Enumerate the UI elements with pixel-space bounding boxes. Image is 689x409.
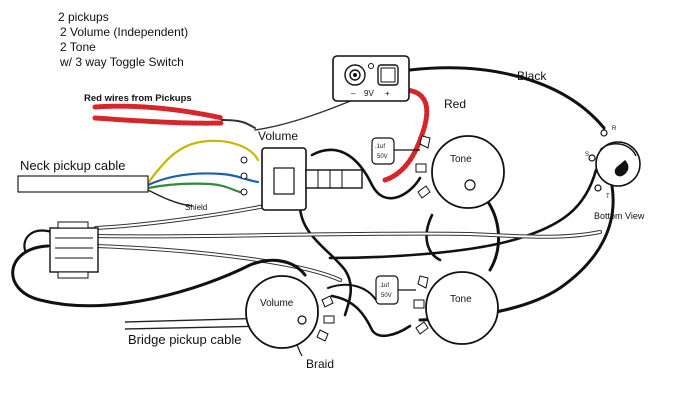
wire-tone-top-ground bbox=[425, 213, 442, 262]
header-text-block: 2 pickups 2 Volume (Independent) 2 Tone … bbox=[58, 10, 188, 69]
red-wires-label: Red wires from Pickups bbox=[84, 93, 192, 104]
tone-pot-top: .1uf 50V bbox=[371, 135, 505, 209]
header-line-2: 2 Volume (Independent) bbox=[60, 25, 188, 39]
neck-wire-blue bbox=[146, 172, 260, 187]
battery-9v: – 9V + bbox=[332, 55, 410, 102]
cap-bottom-value: .1uf bbox=[379, 283, 389, 289]
battery-black-wire bbox=[408, 66, 606, 130]
tone-pot-bottom: .1uf 50V bbox=[375, 271, 499, 345]
volume-bottom-label: Volume bbox=[260, 298, 294, 309]
volume-pot-bottom bbox=[245, 275, 335, 349]
output-jack: R S T bbox=[585, 126, 641, 200]
volume-bottom-body bbox=[245, 275, 319, 349]
battery-terminal-plus bbox=[377, 64, 399, 86]
red-wire-pickup-1 bbox=[92, 103, 225, 121]
toggle-body bbox=[49, 227, 99, 273]
tone-top-label: Tone bbox=[450, 154, 472, 165]
header-line-3: 2 Tone bbox=[60, 40, 96, 54]
cap-bottom-rating: 50V bbox=[381, 293, 392, 299]
header-line-1: 2 pickups bbox=[58, 10, 109, 24]
tone-bottom-lug-2 bbox=[413, 299, 425, 309]
toggle-white-wire-3-core bbox=[95, 245, 341, 281]
bridge-pickup-label: Bridge pickup cable bbox=[128, 332, 241, 347]
tone-bottom-lug-3 bbox=[415, 321, 429, 335]
tone-top-body bbox=[431, 135, 505, 209]
tone-bottom-lug-1 bbox=[417, 275, 429, 289]
toggle-switch bbox=[49, 221, 99, 279]
toggle-white-wire-1 bbox=[94, 203, 272, 230]
tone-top-lug-1 bbox=[419, 135, 431, 149]
tone-top-lug-2 bbox=[415, 163, 427, 173]
wires-layer bbox=[11, 66, 615, 338]
toggle-left-wire bbox=[23, 229, 54, 252]
header-line-4: w/ 3 way Toggle Switch bbox=[59, 55, 184, 69]
volume-top-label: Volume bbox=[258, 129, 298, 143]
wire-vol-top-to-tone-top bbox=[310, 148, 422, 200]
volume-bottom-lug-1 bbox=[321, 295, 334, 308]
battery-voltage-label: 9V bbox=[364, 89, 374, 98]
capacitor-bottom bbox=[375, 275, 399, 305]
neck-wire-bare bbox=[147, 189, 193, 207]
jack-r-label: R bbox=[612, 126, 617, 132]
battery-red-wire bbox=[382, 87, 430, 183]
volume-top-shaft bbox=[305, 169, 363, 189]
jack-t-label: T bbox=[606, 194, 610, 200]
battery-minus-label: – bbox=[351, 89, 356, 98]
tone-bottom-label: Tone bbox=[450, 294, 472, 305]
red-wire-pickup-join bbox=[221, 119, 256, 129]
jack-s-label: S bbox=[585, 152, 589, 158]
volume-pot-top: Shield bbox=[185, 147, 363, 212]
bridge-vol-to-cap bbox=[327, 283, 377, 301]
bottom-view-label: Bottom View bbox=[594, 211, 645, 221]
toggle-ground-wire bbox=[11, 244, 307, 308]
neck-wire-yellow bbox=[146, 139, 260, 185]
neck-pickup-cable bbox=[17, 175, 149, 193]
cap-top-value: .1uf bbox=[375, 144, 385, 150]
red-wire-pickup-2 bbox=[92, 115, 225, 126]
volume-bottom-lug-3 bbox=[316, 329, 329, 342]
braid-label: Braid bbox=[306, 357, 334, 371]
black-wire-label: Black bbox=[517, 69, 547, 83]
battery-plus-label: + bbox=[385, 89, 390, 98]
neck-pickup-label: Neck pickup cable bbox=[20, 158, 126, 173]
cap-top-rating: 50V bbox=[377, 154, 388, 160]
neck-cable-body bbox=[17, 175, 149, 193]
wire-vol-top-to-bridge-vol bbox=[298, 203, 353, 317]
capacitor-top bbox=[371, 137, 395, 165]
neck-wire-green bbox=[146, 182, 242, 194]
volume-bottom-lug-2 bbox=[323, 315, 335, 324]
wire-jack-to-toggle bbox=[328, 168, 598, 260]
shield-label: Shield bbox=[185, 203, 207, 212]
tone-bottom-body bbox=[425, 271, 499, 345]
toggle-white-wire-2-core bbox=[95, 231, 601, 238]
red-wire-label: Red bbox=[444, 97, 466, 111]
tone-top-lug-3 bbox=[417, 185, 431, 199]
bridge-vol-to-tone-bottom bbox=[330, 294, 412, 338]
jack-tip bbox=[614, 160, 629, 177]
toggle-white-wire-1-core bbox=[95, 204, 271, 229]
jack-body bbox=[595, 141, 641, 187]
